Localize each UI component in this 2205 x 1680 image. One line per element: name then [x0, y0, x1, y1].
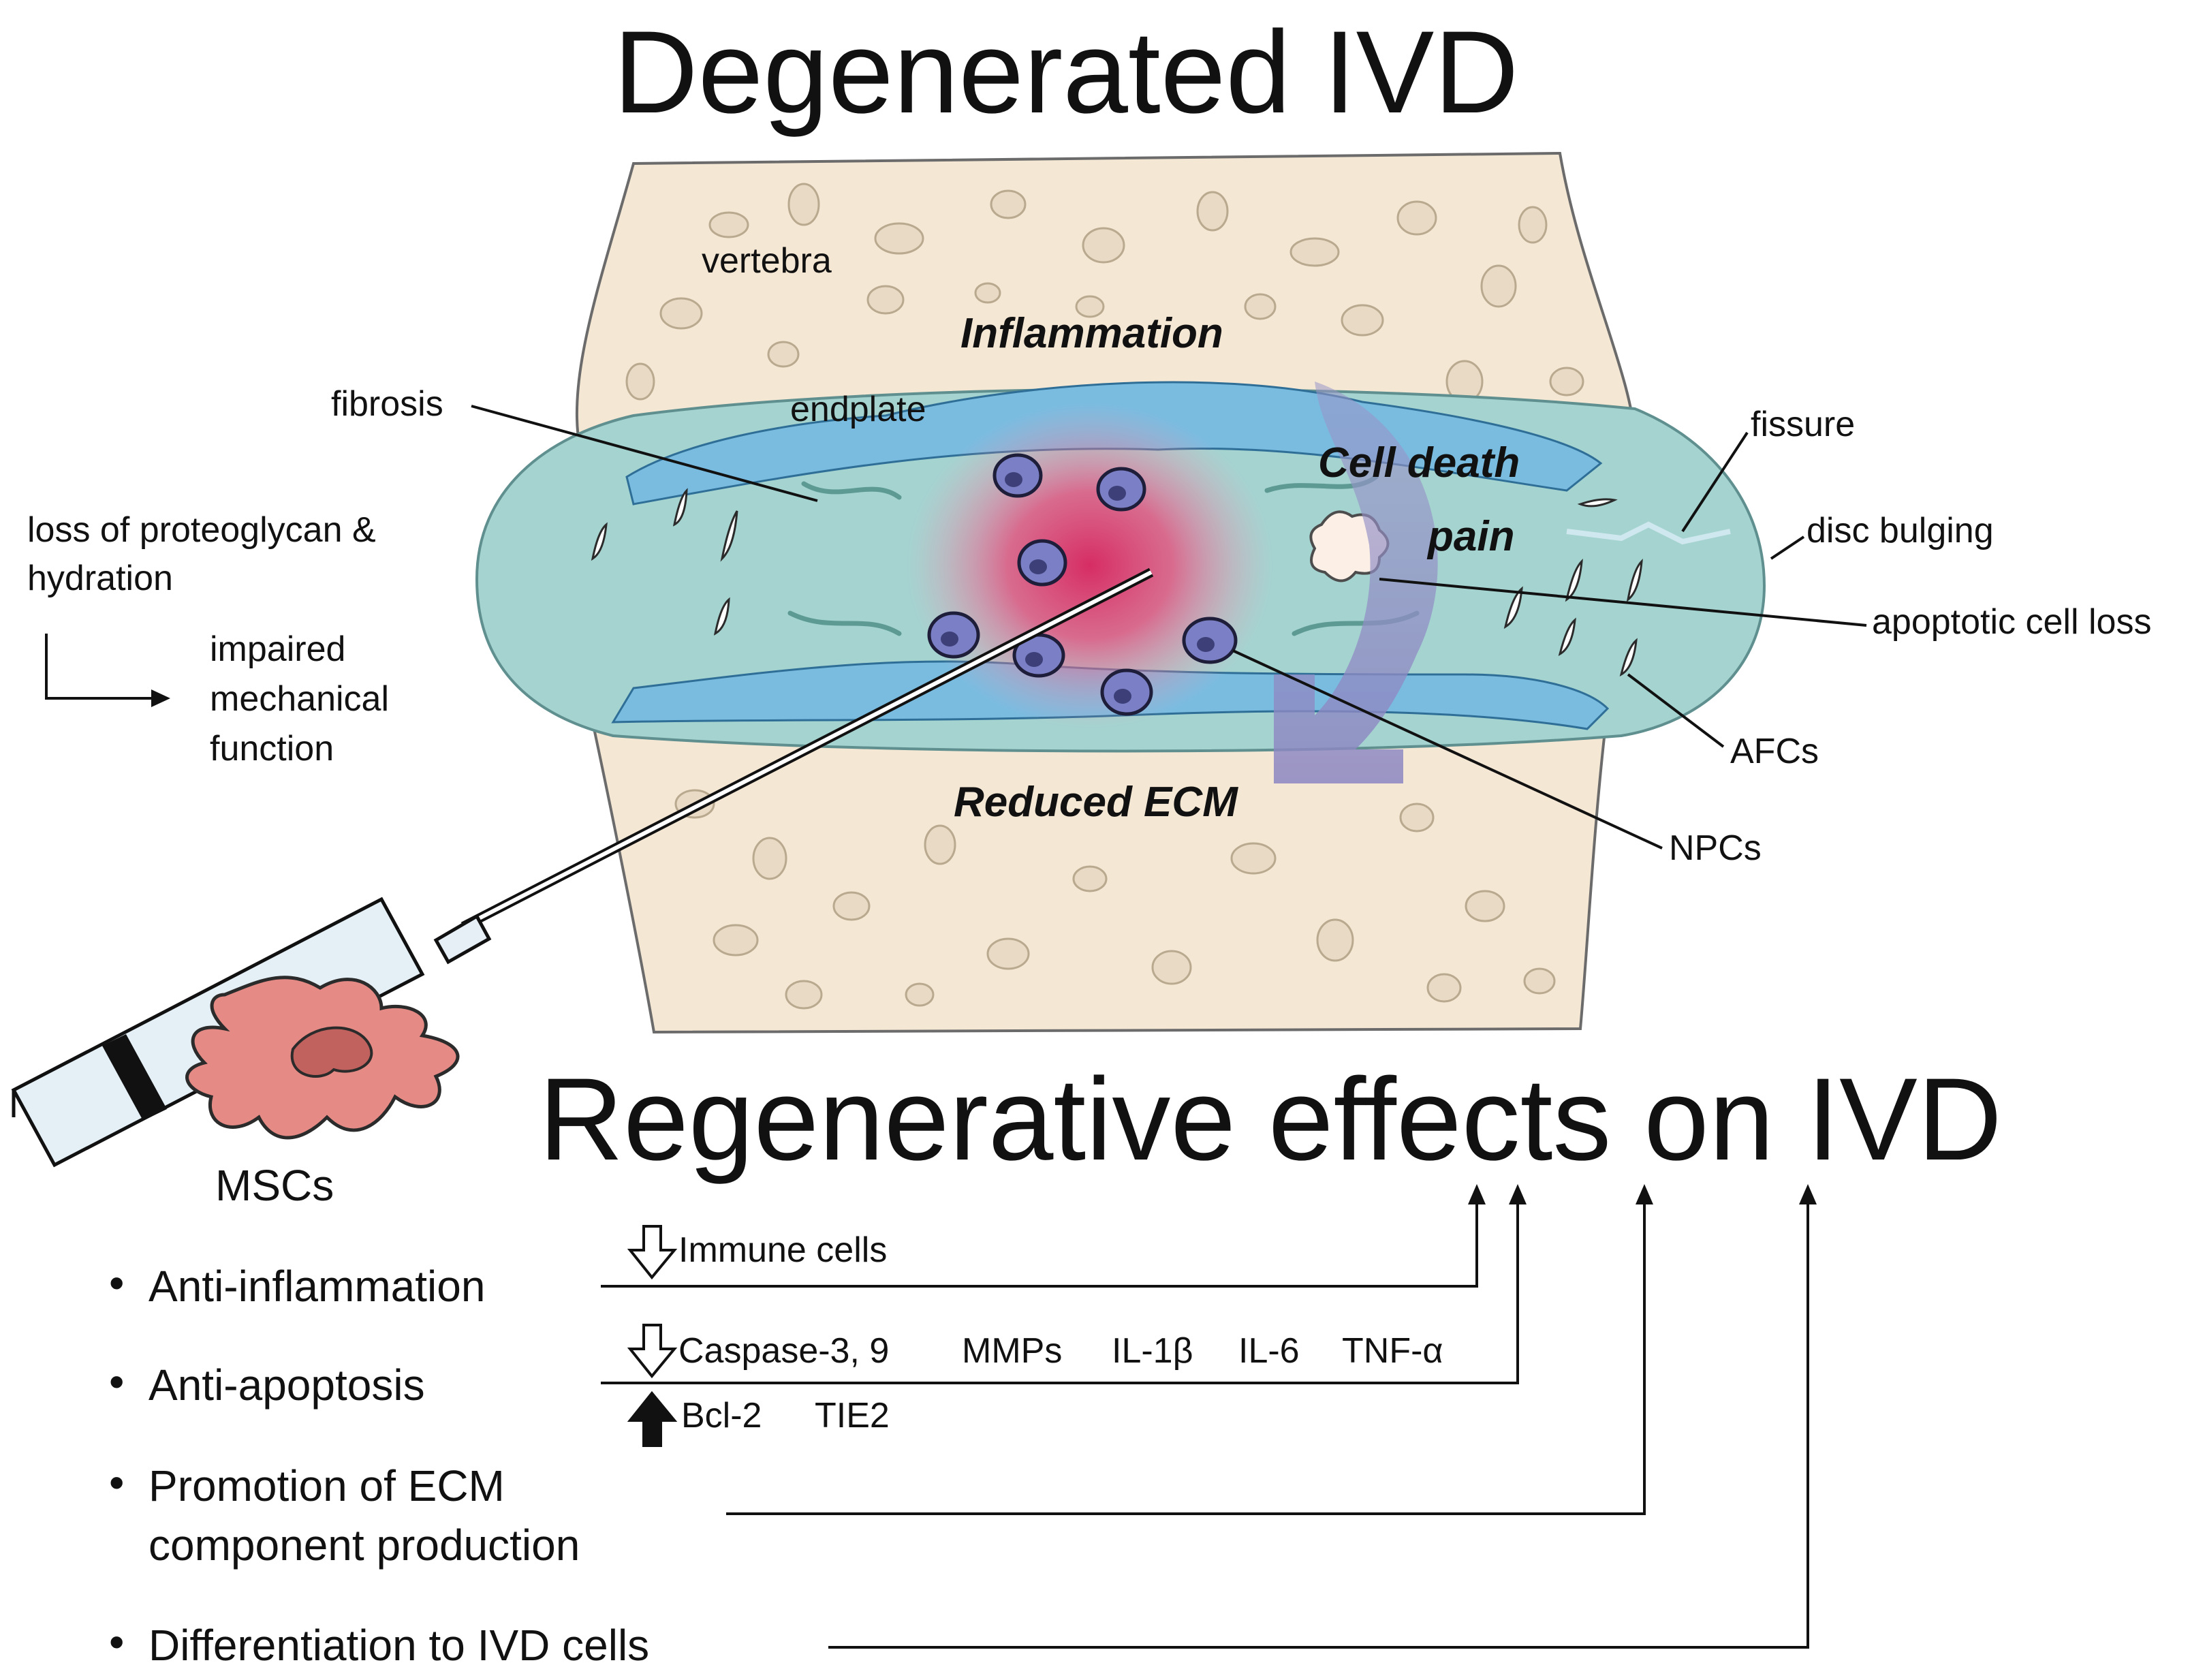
label-pain: pain — [1426, 513, 1514, 560]
up-arrow-icon — [627, 1390, 678, 1447]
label-fibrosis: fibrosis — [331, 384, 443, 424]
bullet-mark: • — [109, 1617, 124, 1666]
label-fissure: fissure — [1751, 405, 1855, 444]
bullet-list: • Anti-inflammation • Anti-apoptosis • P… — [109, 1258, 649, 1670]
label-vertebra: vertebra — [702, 241, 832, 281]
effect-immune-cells: Immune cells — [678, 1230, 887, 1270]
note-arrow-head — [151, 689, 170, 707]
effect-il1b: IL-1β — [1112, 1331, 1193, 1371]
label-endplate: endplate — [790, 390, 926, 429]
effect-tie2: TIE2 — [815, 1396, 890, 1435]
bullet-mark: • — [109, 1258, 124, 1307]
bullet-anti-inflammation: Anti-inflammation — [148, 1262, 485, 1311]
down-arrow-icon — [627, 1225, 678, 1280]
title-regenerative-effects: Regenerative effects on IVD — [539, 1054, 2002, 1185]
bullet-ecm-line2: component production — [148, 1521, 580, 1570]
label-apoptotic-cell-loss: apoptotic cell loss — [1872, 602, 2151, 642]
effect-connectors — [601, 1184, 1817, 1649]
label-inflammation: Inflammation — [960, 310, 1223, 357]
annulus-cells — [591, 488, 1643, 676]
label-mscs: MSCs — [215, 1161, 334, 1210]
fissure-crack — [1566, 521, 1731, 545]
effect-tnfa: TNF-α — [1342, 1331, 1443, 1371]
leader-lines — [471, 405, 1867, 850]
label-cell-death: Cell death — [1318, 439, 1520, 486]
effect-bcl2: Bcl-2 — [681, 1396, 762, 1435]
effect-caspase: Caspase-3, 9 — [678, 1331, 889, 1371]
title-degenerated-ivd: Degenerated IVD — [613, 7, 1518, 138]
nucleus-inflamed — [906, 402, 1274, 729]
note-arrow — [45, 634, 157, 700]
down-arrow-icon — [627, 1324, 678, 1379]
label-npcs: NPCs — [1669, 828, 1762, 868]
label-afcs: AFCs — [1730, 732, 1819, 771]
cell-death-arrow — [1274, 382, 1438, 783]
effect-mmps: MMPs — [962, 1331, 1062, 1371]
bullet-differentiation: Differentiation to IVD cells — [148, 1621, 649, 1670]
bullet-anti-apoptosis: Anti-apoptosis — [148, 1360, 425, 1410]
note-loss-line1: loss of proteoglycan & — [27, 510, 376, 550]
note-loss-line2: hydration — [27, 559, 173, 598]
nucleus-cell-nuclei — [941, 472, 1215, 704]
effect-annotations: Immune cells Caspase-3, 9 MMPs IL-1β IL-… — [627, 1225, 1443, 1447]
label-disc-bulging: disc bulging — [1807, 511, 1994, 550]
needle — [460, 567, 1154, 931]
effect-il6: IL-6 — [1238, 1331, 1300, 1371]
note-impaired-line2: mechanical — [210, 679, 389, 719]
msc-cell — [185, 976, 460, 1140]
bullet-ecm-line1: Promotion of ECM — [148, 1461, 505, 1510]
bullet-mark: • — [109, 1458, 124, 1507]
note-impaired-line1: impaired — [210, 629, 345, 669]
bullet-mark: • — [109, 1357, 124, 1406]
note-impaired-line3: function — [210, 729, 334, 768]
label-reduced-ecm: Reduced ECM — [954, 779, 1238, 826]
